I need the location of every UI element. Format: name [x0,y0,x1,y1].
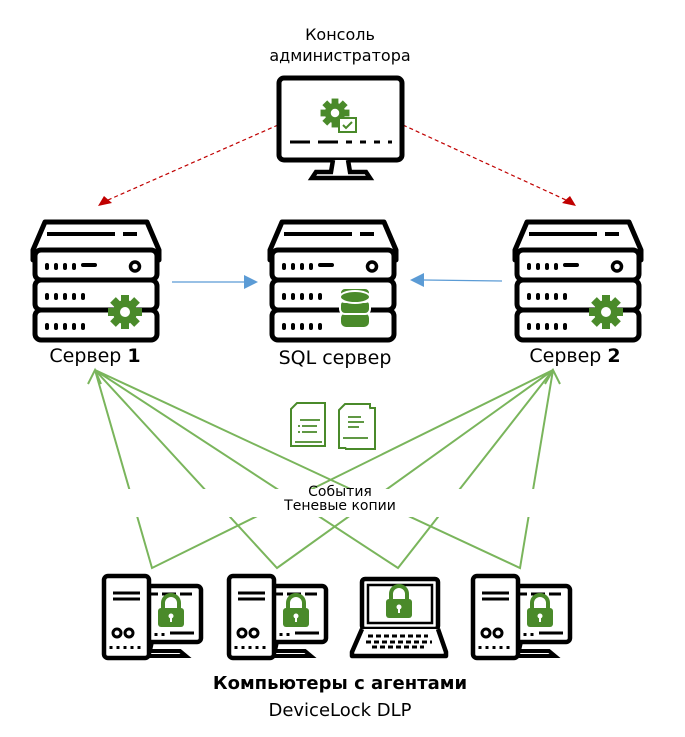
flow-label-shadow-copies: Теневые копии [284,498,396,514]
sql-server-label: SQL сервер [278,347,392,369]
server-1-label: Сервер 1 [20,345,170,367]
agent-computer-3-icon [473,576,570,658]
agent-computer-2-icon [229,576,326,658]
console-label-line2: администратора [269,46,411,65]
flow-label-events: События [308,484,372,500]
agent-laptop-icon [349,576,449,659]
server-1-label-text: Сервер [49,345,128,367]
console-connections [107,124,567,201]
agent-connections [87,367,561,570]
console-label: Консоль администратора [250,24,430,66]
server-1-number: 1 [127,345,141,367]
flow-label: События Теневые копии [240,485,440,513]
server-2-label: Сервер 2 [500,345,650,367]
server-2-icon [515,222,641,340]
agent-computer-1-icon [104,576,201,658]
agents-title: Компьютеры с агентами [212,673,468,694]
server-1-icon [33,222,159,340]
admin-console-icon [276,75,405,181]
agents-subtitle: DeviceLock DLP [268,700,412,721]
document-icon [290,402,376,450]
console-label-line1: Консоль [305,25,375,44]
server-2-label-text: Сервер [529,345,608,367]
server-2-number: 2 [607,345,621,367]
sql-server-icon [270,222,396,340]
